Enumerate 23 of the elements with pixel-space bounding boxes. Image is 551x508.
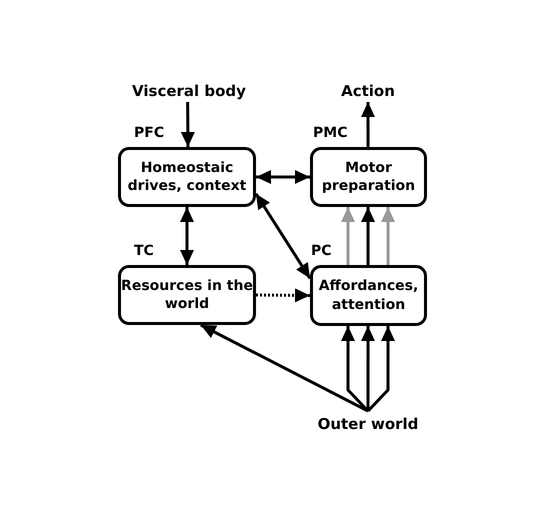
arrow — [180, 102, 195, 148]
region-label: PC — [311, 243, 332, 259]
box-label: Motor preparation — [320, 158, 416, 196]
region-label: TC — [134, 243, 154, 259]
arrow — [254, 193, 312, 280]
arrow — [361, 326, 376, 411]
region-label: PMC — [313, 125, 348, 141]
arrow — [256, 170, 310, 184]
box-label: Homeostaic drives, context — [126, 158, 248, 196]
arrow — [256, 288, 310, 302]
arrow — [341, 207, 356, 265]
arrow — [200, 324, 369, 412]
box-label: Resources in the world — [121, 276, 253, 314]
arrow — [366, 326, 396, 412]
arrow — [381, 207, 396, 265]
node-label: Outer world — [313, 415, 423, 435]
arrow — [361, 207, 376, 265]
arrow — [180, 207, 194, 265]
arrow — [361, 102, 375, 147]
node-label: Action — [333, 82, 403, 102]
region-label: PFC — [134, 125, 164, 141]
box-label: Affordances, attention — [318, 277, 420, 314]
node-label: Visceral body — [120, 82, 258, 102]
